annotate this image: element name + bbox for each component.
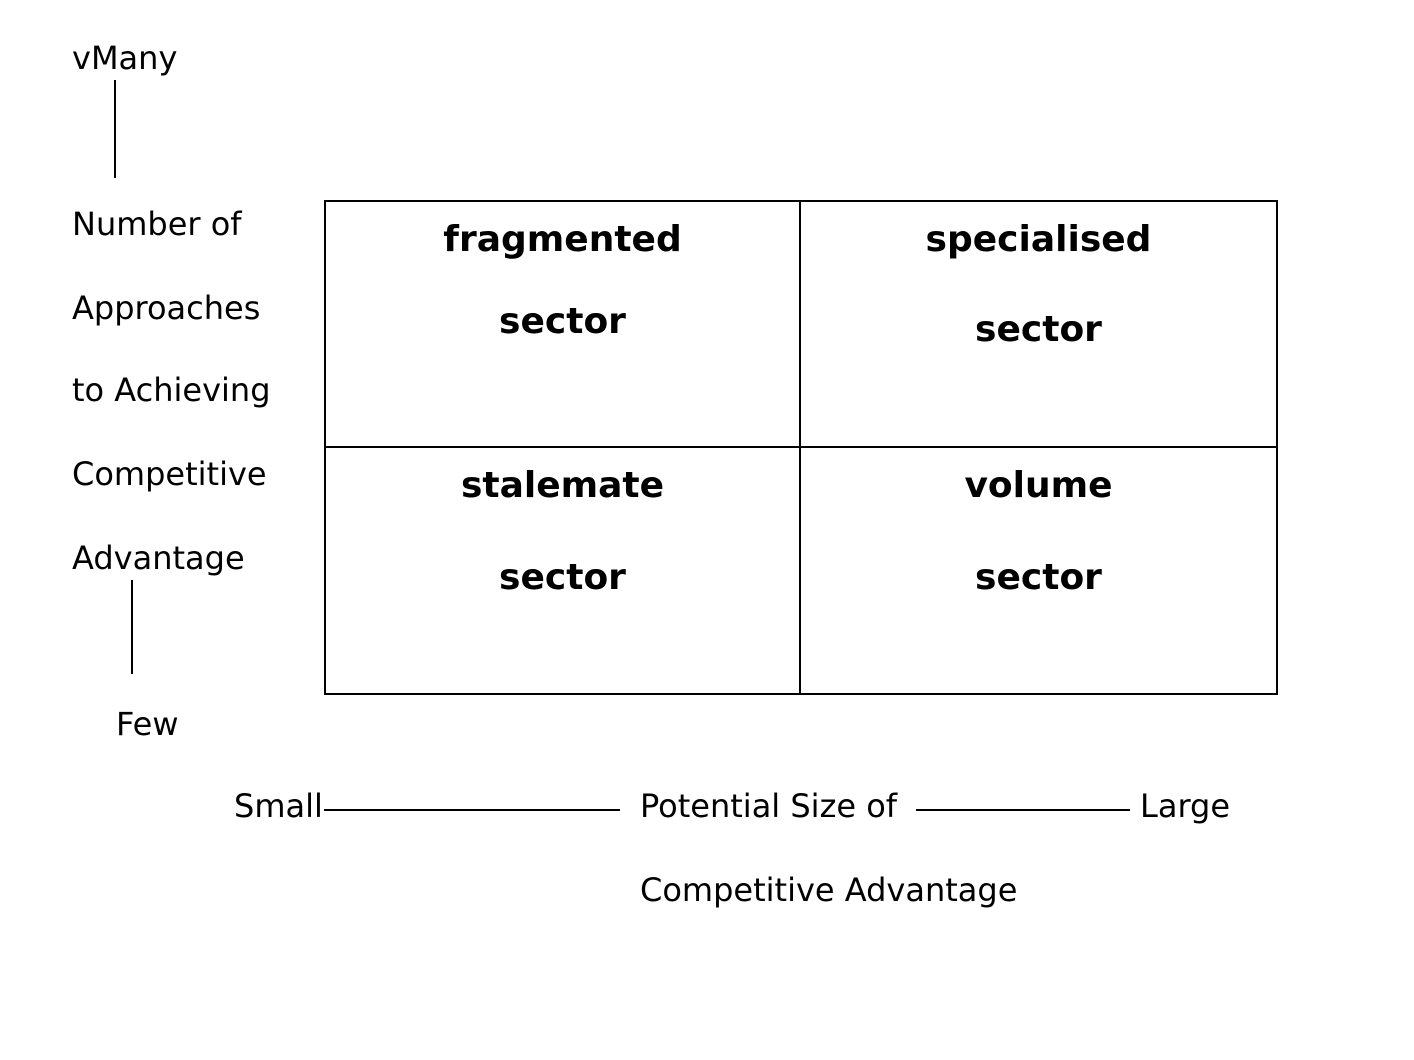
x-axis-left-label: Small — [234, 787, 323, 825]
quadrant-title: volume — [964, 464, 1113, 506]
quadrant-subtitle: sector — [975, 309, 1102, 350]
quadrant-matrix: fragmented sector specialised sector sta… — [324, 200, 1278, 695]
quadrant-title: fragmented — [443, 219, 682, 260]
quadrant-title: stalemate — [460, 464, 665, 506]
quadrant-title: specialised — [925, 219, 1152, 260]
quadrant-subtitle: sector — [499, 301, 626, 342]
y-axis-lower-line — [131, 580, 133, 674]
quadrant-fragmented: fragmented sector — [326, 202, 801, 448]
y-axis-title-line-3: to Achieving — [72, 371, 271, 409]
x-axis-right-line — [916, 809, 1130, 811]
y-axis-top-label: vMany — [72, 39, 178, 77]
x-axis-title-line-2: Competitive Advantage — [640, 871, 1018, 909]
y-axis-title-line-1: Number of — [72, 205, 242, 243]
x-axis-right-label: Large — [1140, 787, 1231, 825]
y-axis-title-line-5: Advantage — [72, 539, 245, 577]
quadrant-volume: volume sector — [801, 448, 1276, 694]
quadrant-stalemate: stalemate sector — [326, 447, 801, 693]
y-axis-title-line-2: Approaches — [72, 289, 261, 327]
quadrant-specialised: specialised sector — [801, 202, 1276, 448]
x-axis-left-line — [324, 809, 620, 811]
quadrant-subtitle: sector — [499, 556, 626, 598]
y-axis-bottom-label: Few — [116, 705, 179, 743]
y-axis-upper-line — [114, 80, 116, 178]
x-axis-title-line-1: Potential Size of — [640, 787, 898, 825]
y-axis-title-line-4: Competitive — [72, 455, 267, 493]
quadrant-subtitle: sector — [975, 556, 1102, 598]
